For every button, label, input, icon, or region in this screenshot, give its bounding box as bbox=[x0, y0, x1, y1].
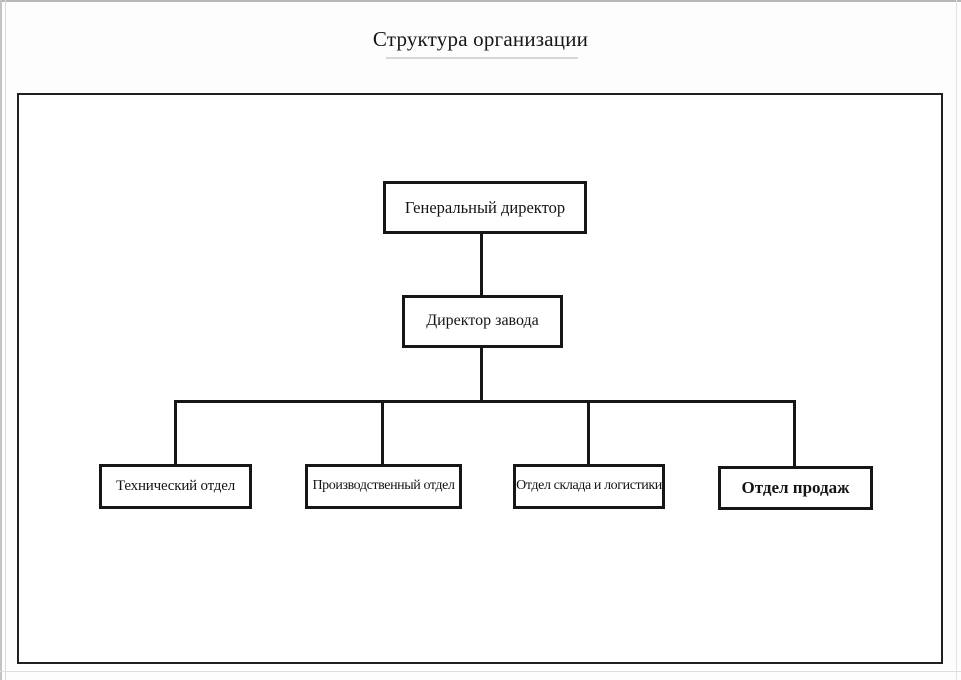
node-sales-dept-label: Отдел продаж bbox=[741, 478, 850, 498]
node-general-director-label: Генеральный директор bbox=[404, 197, 566, 217]
node-technical-dept-label: Технический отдел bbox=[116, 477, 235, 494]
node-production-dept-label: Производственный отдел bbox=[312, 478, 455, 494]
connector-plant-director-to-bus bbox=[480, 346, 483, 403]
node-warehouse-dept: Отдел склада и логистики bbox=[513, 464, 665, 509]
connector-drop-sales-dept bbox=[793, 400, 796, 466]
page-edge-bottom bbox=[0, 671, 961, 672]
node-warehouse-dept-label: Отдел склада и логистики bbox=[516, 478, 662, 494]
title-underline-artifact bbox=[386, 57, 578, 59]
node-plant-director-label: Директор завода bbox=[426, 312, 539, 330]
page-edge-right bbox=[956, 0, 957, 680]
node-production-dept: Производственный отдел bbox=[305, 464, 462, 509]
diagram-title: Структура организации bbox=[372, 27, 589, 51]
page-edge-left bbox=[0, 0, 2, 680]
connector-drop-production-dept bbox=[381, 400, 384, 464]
page-edge-left-inner bbox=[5, 0, 6, 680]
node-technical-dept: Технический отдел bbox=[99, 464, 252, 509]
connector-general-director-to-plant-director bbox=[480, 233, 483, 295]
node-plant-director: Директор завода bbox=[402, 295, 563, 348]
node-sales-dept: Отдел продаж bbox=[718, 466, 873, 510]
connector-drop-technical-dept bbox=[174, 400, 177, 464]
page-edge-top bbox=[0, 0, 961, 2]
connector-horizontal-bus bbox=[174, 400, 796, 403]
connector-drop-warehouse-dept bbox=[587, 400, 590, 464]
node-general-director: Генеральный директор bbox=[383, 181, 587, 234]
